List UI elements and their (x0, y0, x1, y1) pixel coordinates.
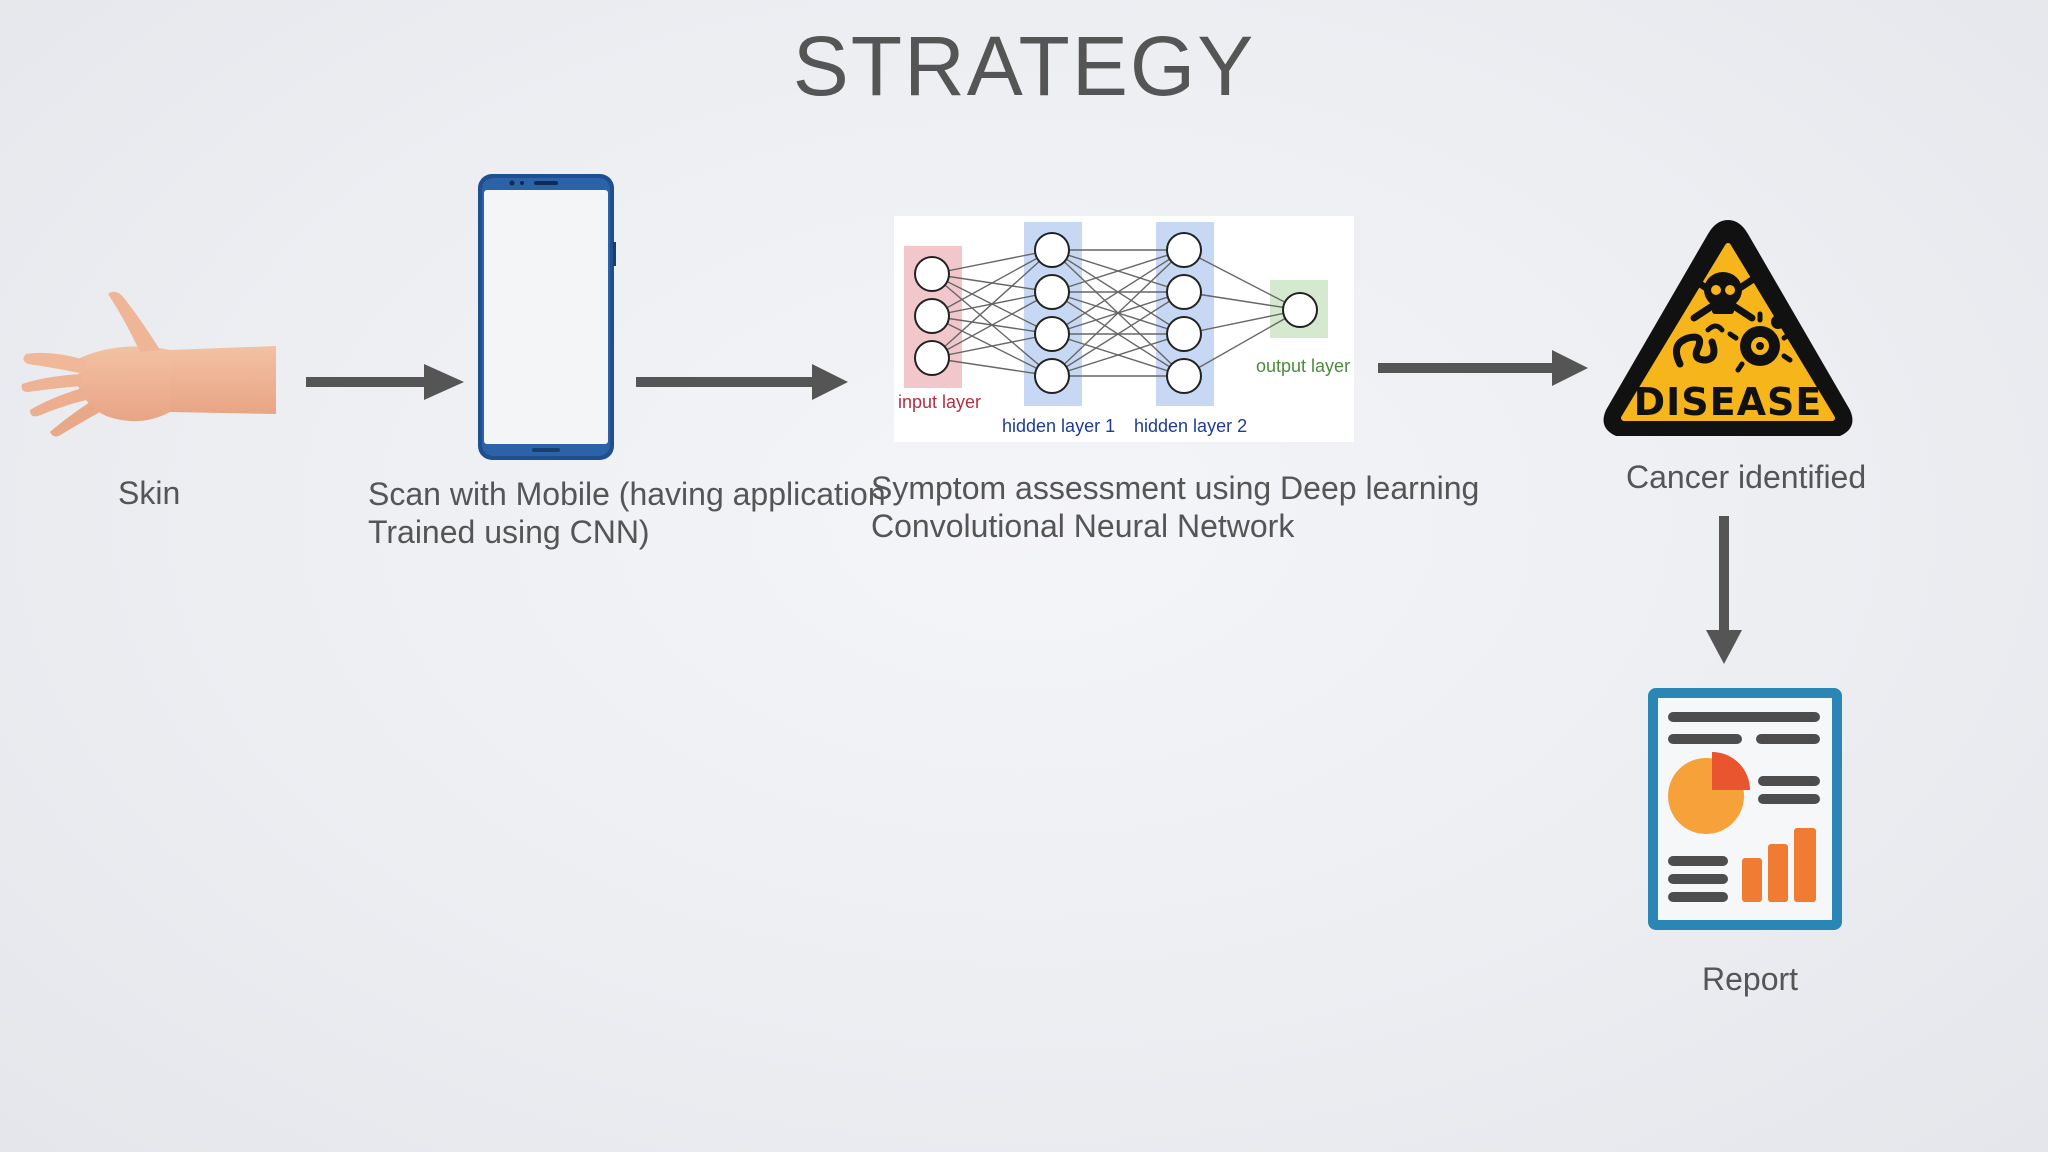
hand-image (21, 291, 276, 437)
arrow-right-1 (306, 364, 464, 400)
input-layer-label: input layer (898, 392, 982, 412)
report-icon (1648, 688, 1842, 930)
arrow-down (1706, 516, 1742, 664)
slide-title: STRATEGY (792, 19, 1256, 113)
mobile-caption-line1: Scan with Mobile (having application (368, 476, 886, 512)
report-label: Report (1702, 961, 1799, 997)
cnn-caption-line2: Convolutional Neural Network (871, 508, 1295, 544)
cancer-identified-label: Cancer identified (1626, 459, 1867, 495)
disease-warning-sign: DISEASE (1600, 214, 1856, 444)
hidden-layer-1-label: hidden layer 1 (1002, 416, 1116, 436)
mobile-caption-line2: Trained using CNN) (368, 514, 650, 550)
disease-sign-text: DISEASE (1633, 380, 1823, 424)
output-layer-label: output layer (1256, 356, 1351, 376)
cnn-caption-line1: Symptom assessment using Deep learning (871, 470, 1480, 506)
arrow-right-3 (1378, 350, 1588, 386)
neural-network-diagram: input layer hidden layer 1 hidden layer … (894, 216, 1354, 442)
mobile-phone-icon (478, 174, 616, 460)
neural-network-graph (904, 222, 1328, 406)
skin-label: Skin (118, 475, 181, 511)
arrow-right-2 (636, 364, 848, 400)
skull-crossbones-icon (1690, 272, 1756, 322)
warning-triangle-icon (1603, 220, 1853, 436)
hidden-layer-2-label: hidden layer 2 (1134, 416, 1248, 436)
